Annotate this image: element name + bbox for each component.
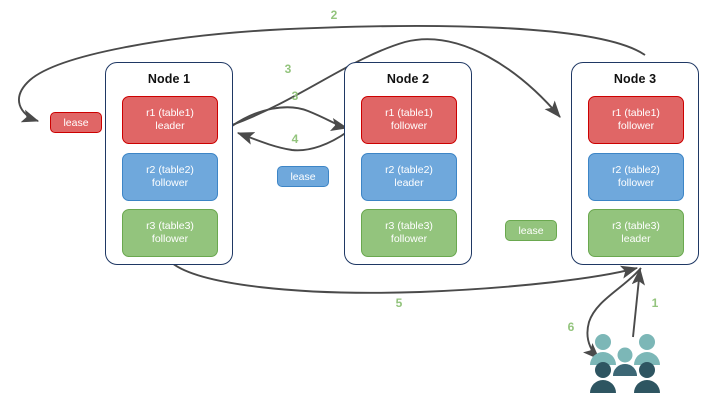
replica-n2-r2[interactable]: r2 (table2) leader (361, 153, 457, 201)
edge-label-4: 4 (291, 132, 299, 146)
replica-range: r3 (table3) (612, 219, 660, 232)
lease-label: lease (290, 170, 316, 183)
replica-role: leader (155, 120, 185, 132)
replica-range: r1 (table1) (385, 106, 433, 119)
replica-role: leader (621, 233, 651, 245)
replica-role: follower (617, 177, 655, 189)
replica-role: follower (390, 233, 428, 245)
edge-label-3-long: 3 (284, 62, 292, 76)
replica-role: follower (151, 177, 189, 189)
replica-n1-r1[interactable]: r1 (table1) leader (122, 96, 218, 144)
replica-range: r2 (table2) (146, 163, 194, 176)
replica-n2-r1[interactable]: r1 (table1) follower (361, 96, 457, 144)
replica-n1-r2[interactable]: r2 (table2) follower (122, 153, 218, 201)
replica-range: r2 (table2) (612, 163, 660, 176)
lease-box-r2[interactable]: lease (277, 166, 329, 187)
replica-role: follower (151, 233, 189, 245)
replica-n2-r3[interactable]: r3 (table3) follower (361, 209, 457, 257)
replica-n3-r2[interactable]: r2 (table2) follower (588, 153, 684, 201)
edge-3-short-path (231, 106, 349, 132)
node-box-node-1[interactable]: Node 1 r1 (table1) leader r2 (table2) fo… (105, 62, 233, 265)
replica-n3-r3[interactable]: r3 (table3) leader (588, 209, 684, 257)
replica-range: r3 (table3) (385, 219, 433, 232)
edge-1-path (631, 267, 645, 338)
node-title: Node 3 (613, 72, 657, 86)
edge-label-1: 1 (651, 296, 659, 310)
edge-label-2: 2 (330, 8, 338, 22)
replica-n1-r3[interactable]: r3 (table3) follower (122, 209, 218, 257)
node-box-node-2[interactable]: Node 2 r1 (table1) follower r2 (table2) … (344, 62, 472, 265)
replica-role: leader (394, 177, 424, 189)
replica-role: follower (617, 120, 655, 132)
lease-label: lease (63, 116, 89, 129)
replica-n3-r1[interactable]: r1 (table1) follower (588, 96, 684, 144)
edge-label-5: 5 (395, 296, 403, 310)
users-group-icon (590, 334, 660, 393)
replica-range: r2 (table2) (385, 163, 433, 176)
replica-role: follower (390, 120, 428, 132)
edge-5-path (171, 262, 639, 294)
replica-range: r3 (table3) (146, 219, 194, 232)
node-title: Node 2 (386, 72, 430, 86)
lease-box-r1[interactable]: lease (50, 112, 102, 133)
edge-label-6: 6 (567, 320, 575, 334)
edge-label-3-short: 3 (291, 89, 299, 103)
lease-label: lease (518, 224, 544, 237)
lease-box-r3[interactable]: lease (505, 220, 557, 241)
replica-range: r1 (table1) (146, 106, 194, 119)
replica-range: r1 (table1) (612, 106, 660, 119)
node-title: Node 1 (147, 72, 191, 86)
node-box-node-3[interactable]: Node 3 r1 (table1) follower r2 (table2) … (571, 62, 699, 265)
